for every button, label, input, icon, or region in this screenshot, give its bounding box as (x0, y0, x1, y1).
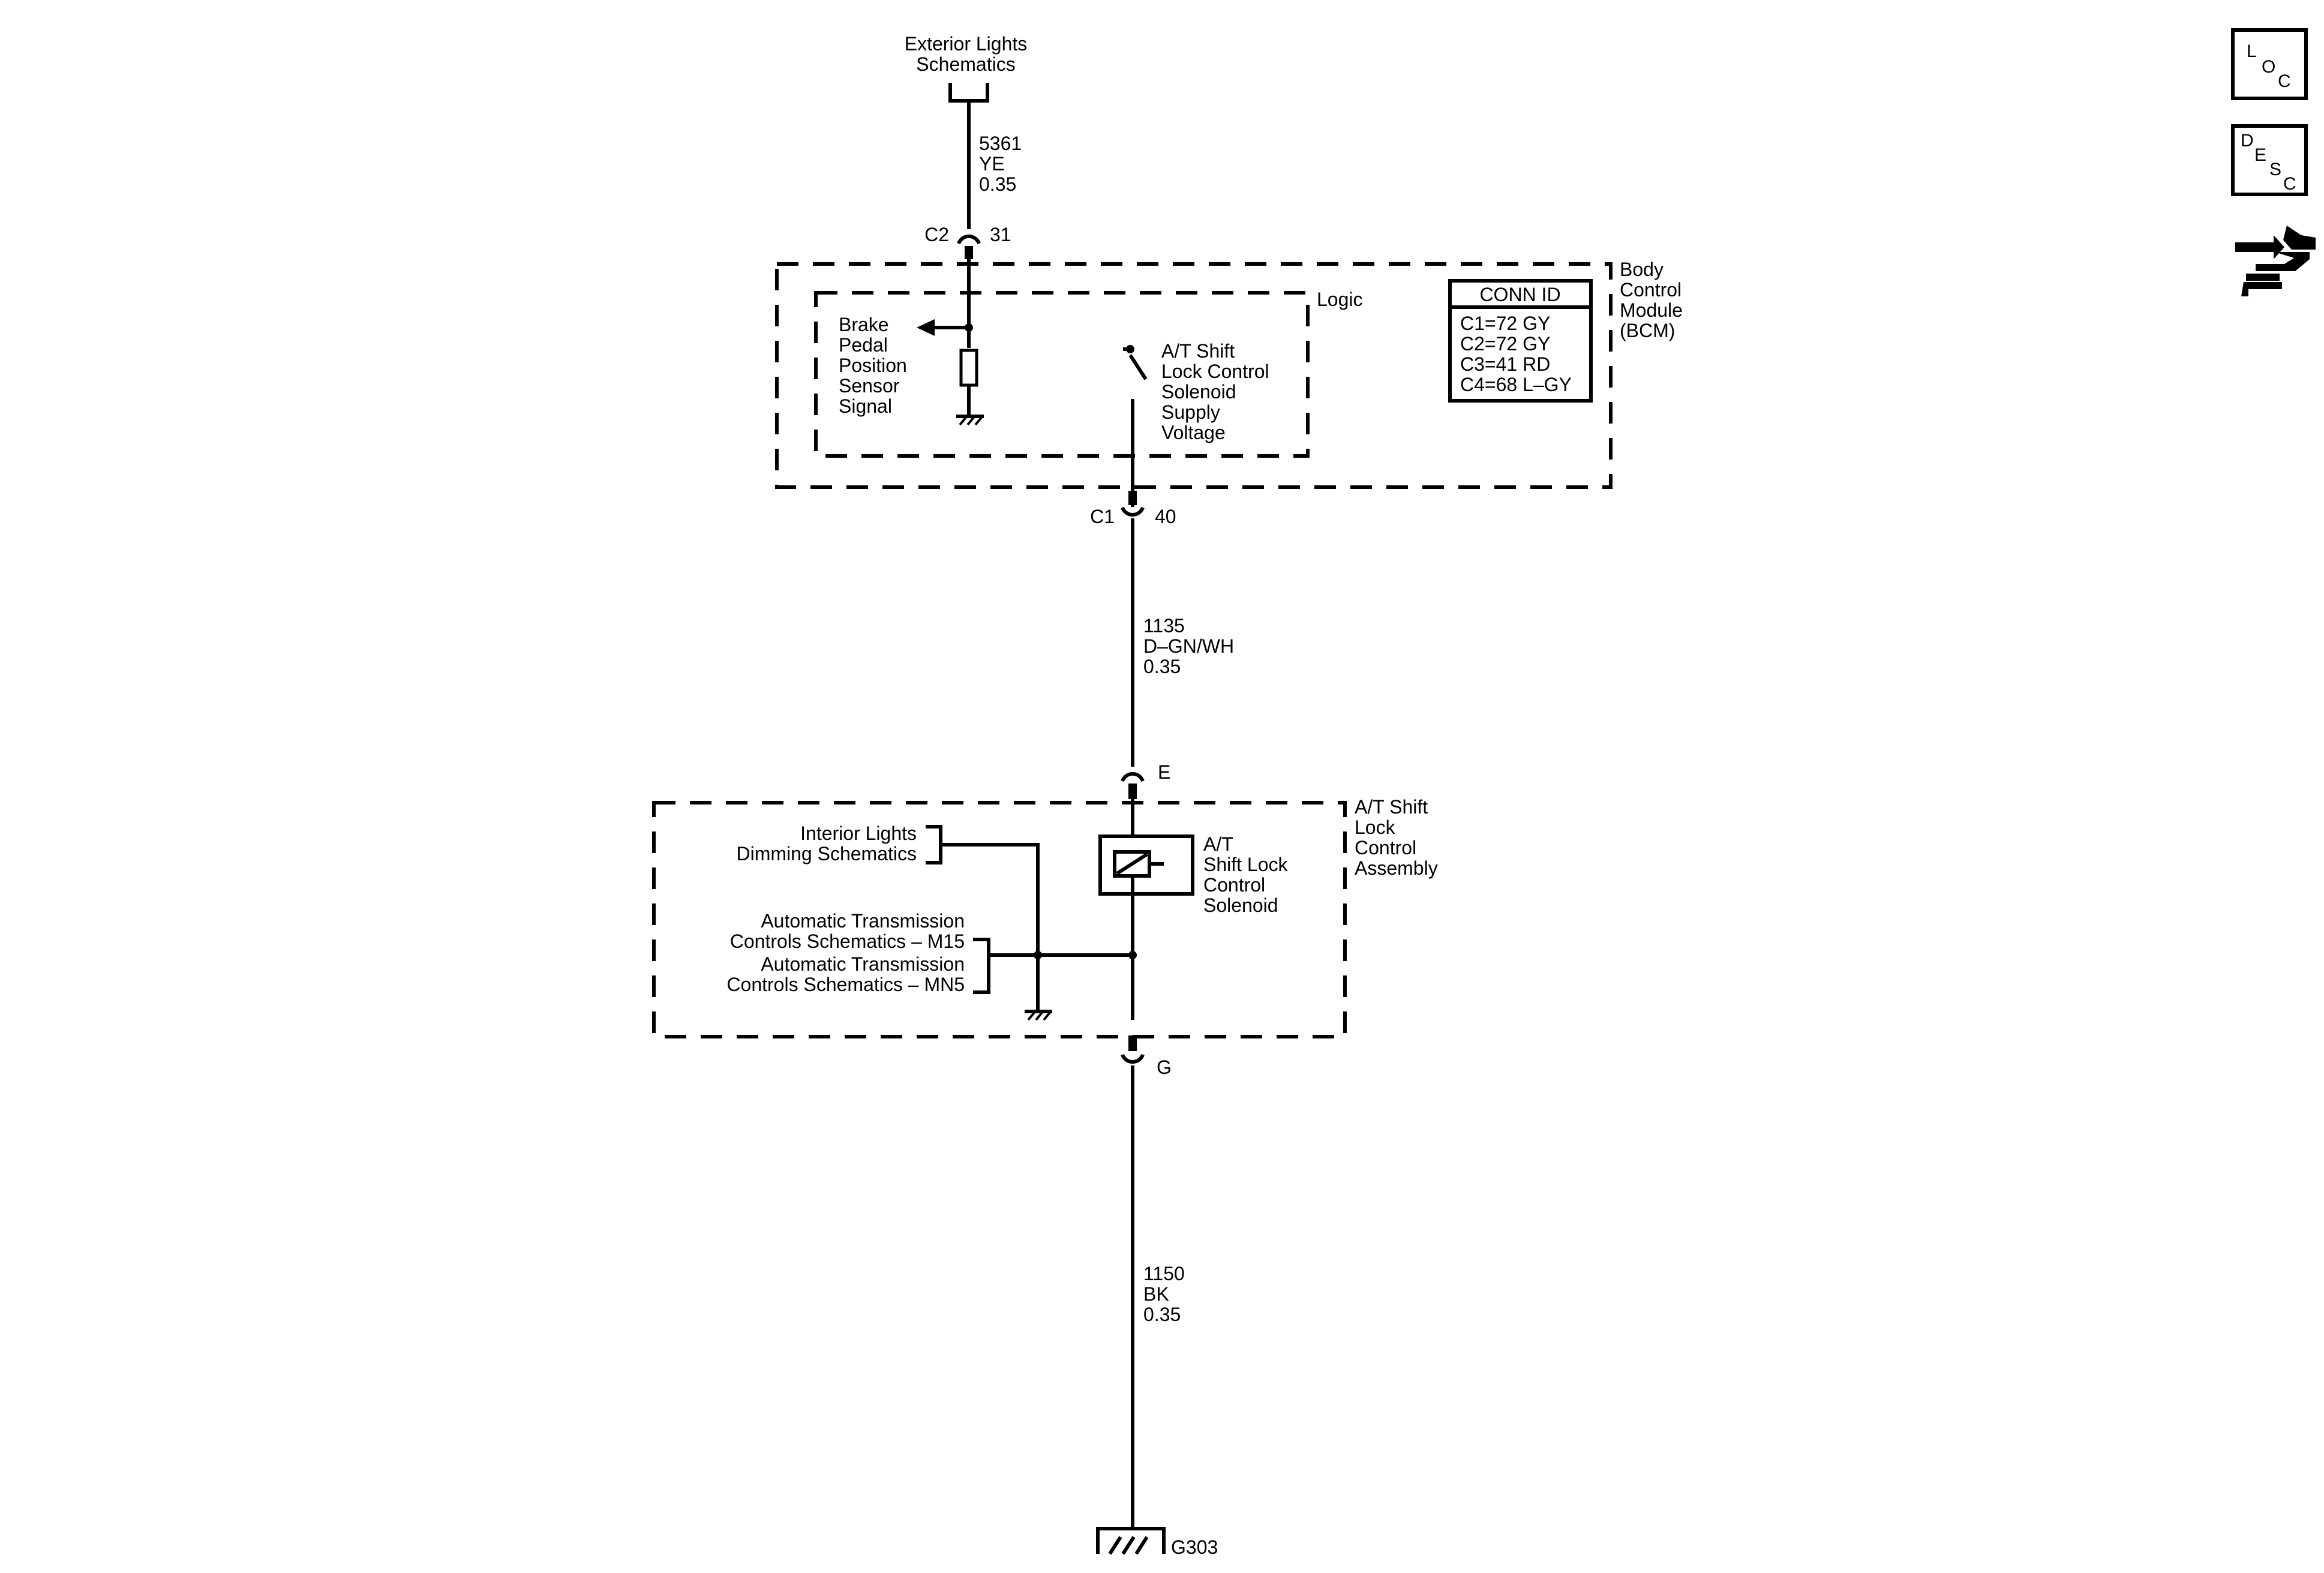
svg-text:O: O (2262, 57, 2275, 77)
solenoid-coil-icon (1098, 834, 1194, 896)
svg-text:Pedal: Pedal (839, 334, 888, 356)
svg-text:A/T Shift: A/T Shift (1161, 340, 1235, 362)
bcm-title: Body Control Module (BCM) (1620, 259, 1683, 341)
svg-text:(BCM): (BCM) (1620, 320, 1675, 341)
connector-c2: C2 31 (924, 224, 1011, 259)
svg-text:E: E (2254, 145, 2266, 165)
connector-e-female (1121, 772, 1145, 782)
signal-arrow-icon (917, 319, 935, 336)
svg-text:0.35: 0.35 (1143, 1304, 1181, 1325)
wire-1150-label: 1150 BK 0.35 (1143, 1263, 1185, 1325)
exterior-lights-line-1: Exterior Lights (905, 33, 1028, 55)
svg-text:D–GN/WH: D–GN/WH (1143, 635, 1234, 657)
svg-text:D: D (2241, 131, 2254, 151)
svg-text:5361: 5361 (979, 133, 1022, 154)
svg-text:S: S (2269, 160, 2281, 179)
transmission-splice-node (1034, 951, 1042, 959)
bcm-boundary (775, 262, 1613, 489)
wire-5361-label: 5361 YE 0.35 (979, 133, 1022, 195)
svg-text:Automatic Transmission: Automatic Transmission (761, 910, 965, 932)
reference-bracket (948, 83, 989, 103)
pull-down-resistor (959, 349, 978, 387)
supply-voltage-label: A/T Shift Lock Control Solenoid Supply V… (1161, 340, 1269, 443)
svg-text:YE: YE (979, 153, 1005, 175)
svg-text:C2: C2 (924, 224, 949, 245)
svg-text:C: C (2283, 174, 2296, 194)
svg-text:E: E (1158, 761, 1170, 783)
brake-signal-label: Brake Pedal Position Sensor Signal (839, 314, 907, 417)
svg-text:Position: Position (839, 355, 907, 376)
conn-id-row: C2=72 GY (1460, 333, 1550, 355)
svg-text:Voltage: Voltage (1161, 422, 1226, 443)
connector-c1-female (1121, 506, 1145, 517)
svg-text:Solenoid: Solenoid (1203, 894, 1278, 916)
assembly-title: A/T Shift Lock Control Assembly (1355, 796, 1438, 879)
svg-text:Shift Lock: Shift Lock (1203, 854, 1289, 875)
svg-text:Controls Schematics – MN5: Controls Schematics – MN5 (726, 974, 965, 995)
exterior-lights-line-2: Schematics (916, 53, 1015, 75)
svg-text:C: C (2278, 71, 2291, 91)
svg-text:Module: Module (1620, 299, 1683, 321)
svg-text:1150: 1150 (1143, 1263, 1185, 1284)
svg-text:Lock Control: Lock Control (1161, 361, 1269, 382)
svg-text:1135: 1135 (1143, 615, 1185, 637)
connector-g: G (1121, 1035, 1172, 1078)
svg-text:Assembly: Assembly (1355, 857, 1438, 879)
connector-c2-female (957, 234, 981, 245)
svg-text:40: 40 (1155, 506, 1176, 527)
svg-text:BK: BK (1143, 1283, 1169, 1305)
ground-g303-icon (1096, 1527, 1166, 1555)
svg-text:L: L (2247, 41, 2257, 61)
svg-text:A/T Shift: A/T Shift (1355, 796, 1428, 818)
svg-text:Control: Control (1355, 837, 1416, 858)
conn-id-row: C4=68 L–GY (1460, 374, 1572, 395)
svg-text:Control: Control (1620, 279, 1682, 301)
assembly-ground-icon (1025, 1010, 1052, 1021)
desc-icon[interactable]: D E S C (2231, 124, 2308, 196)
svg-text:0.35: 0.35 (979, 173, 1016, 195)
conn-id-header: CONN ID (1479, 284, 1560, 305)
svg-text:Controls Schematics – M15: Controls Schematics – M15 (730, 930, 965, 952)
solenoid-label: A/T Shift Lock Control Solenoid (1203, 833, 1289, 916)
solenoid-splice-node (1128, 951, 1137, 959)
svg-text:G: G (1157, 1056, 1172, 1078)
conn-id-row: C1=72 GY (1460, 313, 1550, 334)
assembly-boundary (652, 801, 1347, 1038)
svg-text:Dimming Schematics: Dimming Schematics (736, 843, 917, 864)
logic-boundary (814, 291, 1310, 458)
svg-text:31: 31 (990, 224, 1011, 245)
svg-text:0.35: 0.35 (1143, 656, 1181, 677)
transmission-bracket (973, 938, 990, 994)
svg-text:A/T: A/T (1203, 833, 1233, 855)
svg-text:Brake: Brake (839, 314, 889, 335)
svg-text:Sensor: Sensor (839, 375, 900, 397)
conn-id-table: CONN ID C1=72 GY C2=72 GY C3=41 RD C4=68… (1448, 279, 1593, 403)
logic-ground-icon (956, 415, 984, 426)
wire-1135-label: 1135 D–GN/WH 0.35 (1143, 615, 1234, 677)
ground-g303-label: G303 (1171, 1536, 1218, 1558)
connector-e: E (1121, 761, 1170, 799)
transmission-m15-reference[interactable]: Automatic Transmission Controls Schemati… (730, 910, 965, 952)
supply-switch-icon (1123, 345, 1148, 380)
svg-text:Interior Lights: Interior Lights (800, 822, 917, 844)
svg-text:Lock: Lock (1355, 816, 1396, 838)
interior-lights-reference[interactable]: Interior Lights Dimming Schematics (736, 822, 942, 864)
connector-c1: C1 40 (1090, 491, 1176, 527)
vehicle-wiring-icon[interactable] (2235, 226, 2316, 296)
connector-g-female (1121, 1053, 1145, 1064)
svg-text:Body: Body (1620, 259, 1664, 280)
conn-id-row: C3=41 RD (1460, 353, 1550, 375)
svg-text:Automatic Transmission: Automatic Transmission (761, 953, 965, 975)
svg-text:Solenoid: Solenoid (1161, 381, 1236, 403)
svg-text:Supply: Supply (1161, 401, 1220, 423)
logic-label: Logic (1317, 289, 1363, 310)
transmission-mn5-reference[interactable]: Automatic Transmission Controls Schemati… (726, 953, 965, 995)
interior-lights-bracket (926, 825, 942, 864)
exterior-lights-reference[interactable]: Exterior Lights Schematics (905, 33, 1028, 103)
svg-text:Signal: Signal (839, 395, 892, 417)
svg-text:C1: C1 (1090, 506, 1115, 527)
loc-icon[interactable]: L O C (2231, 28, 2308, 100)
svg-text:Control: Control (1203, 874, 1265, 896)
